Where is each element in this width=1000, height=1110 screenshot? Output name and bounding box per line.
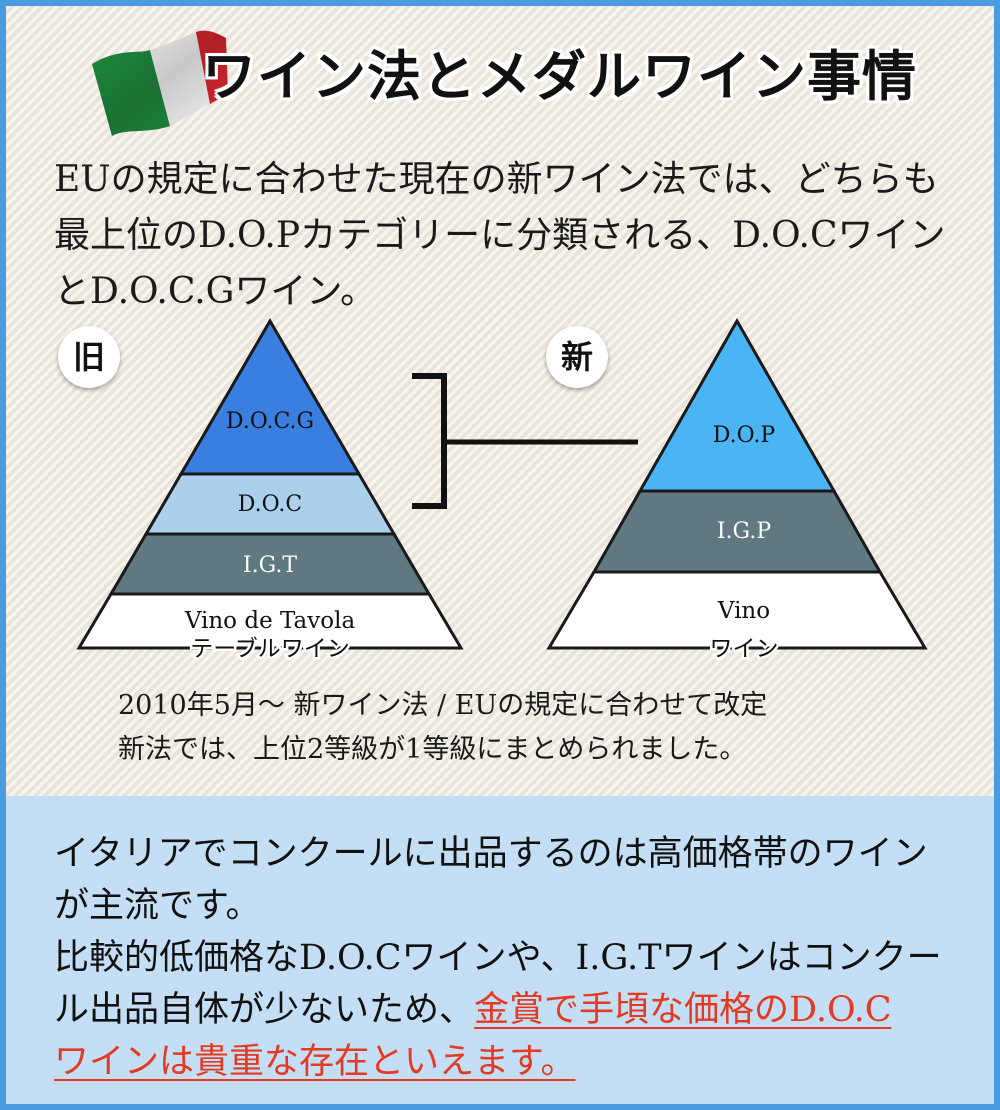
caption-line: 2010年5月～ 新ワイン法 / EUの規定に合わせて改定 [118, 690, 768, 721]
new-tier-label: I.G.P [717, 519, 771, 544]
body-line: 比較的低価格なD.O.Cワインや、I.G.Tワインはコンクー [54, 938, 942, 978]
intro-line: 最上位のD.O.Pカテゴリーに分類される、D.O.Cワイン [54, 215, 946, 256]
merge-bracket [412, 373, 638, 509]
old-tier-label: I.G.T [243, 553, 297, 578]
new-pyramid: D.O.P I.G.P Vino ワイン [546, 317, 928, 665]
old-pyramid: D.O.C.G D.O.C I.G.T Vino de Tavola テーブルワ… [76, 318, 464, 665]
new-tier-vino [546, 570, 928, 650]
new-tier-label: Vino [717, 598, 770, 624]
body-text: イタリアでコンクールに出品するのは高価格帯のワイン が主流です。 比較的低価格な… [54, 828, 984, 1088]
body-line: ル出品自体が少ないため、 [54, 990, 475, 1030]
old-tier-docg [178, 318, 362, 476]
new-tier-dop [637, 317, 837, 493]
old-tier-sublabel: テーブルワイン [190, 636, 350, 662]
old-tier-label: D.O.C [238, 492, 302, 517]
new-badge: 新 [546, 326, 608, 388]
caption-line: 新法では、上位2等級が1等級にまとめられました。 [118, 734, 747, 765]
caption: 2010年5月～ 新ワイン法 / EUの規定に合わせて改定 新法では、上位2等級… [118, 684, 978, 772]
new-tier-sublabel: ワイン [710, 636, 779, 662]
highlight-text: ワインは貴重な存在といえます。 [54, 1042, 576, 1082]
top-panel [6, 6, 994, 796]
page-title: ワイン法とメダルワイン事情 [202, 44, 917, 108]
intro-line: EUの規定に合わせた現在の新ワイン法では、どちらも [54, 159, 939, 200]
intro-line: とD.O.C.Gワイン。 [54, 271, 377, 312]
pyramid-diagram: D.O.C.G D.O.C I.G.T Vino de Tavola テーブルワ… [76, 317, 928, 665]
bottom-panel [6, 796, 994, 1104]
new-tier-label: D.O.P [713, 423, 776, 448]
old-tier-label: D.O.C.G [226, 409, 314, 434]
intro-text: EUの規定に合わせた現在の新ワイン法では、どちらも 最上位のD.O.Pカテゴリー… [54, 152, 984, 320]
old-tier-vdt [76, 592, 464, 650]
old-badge: 旧 [58, 326, 120, 388]
body-line: イタリアでコンクールに出品するのは高価格帯のワイン [54, 834, 928, 874]
body-line: が主流です。 [54, 886, 261, 926]
old-tier-label: Vino de Tavola [184, 608, 356, 634]
italian-flag-icon [92, 30, 228, 136]
highlight-text: 金賞で手頃な価格のD.O.C [474, 990, 892, 1030]
